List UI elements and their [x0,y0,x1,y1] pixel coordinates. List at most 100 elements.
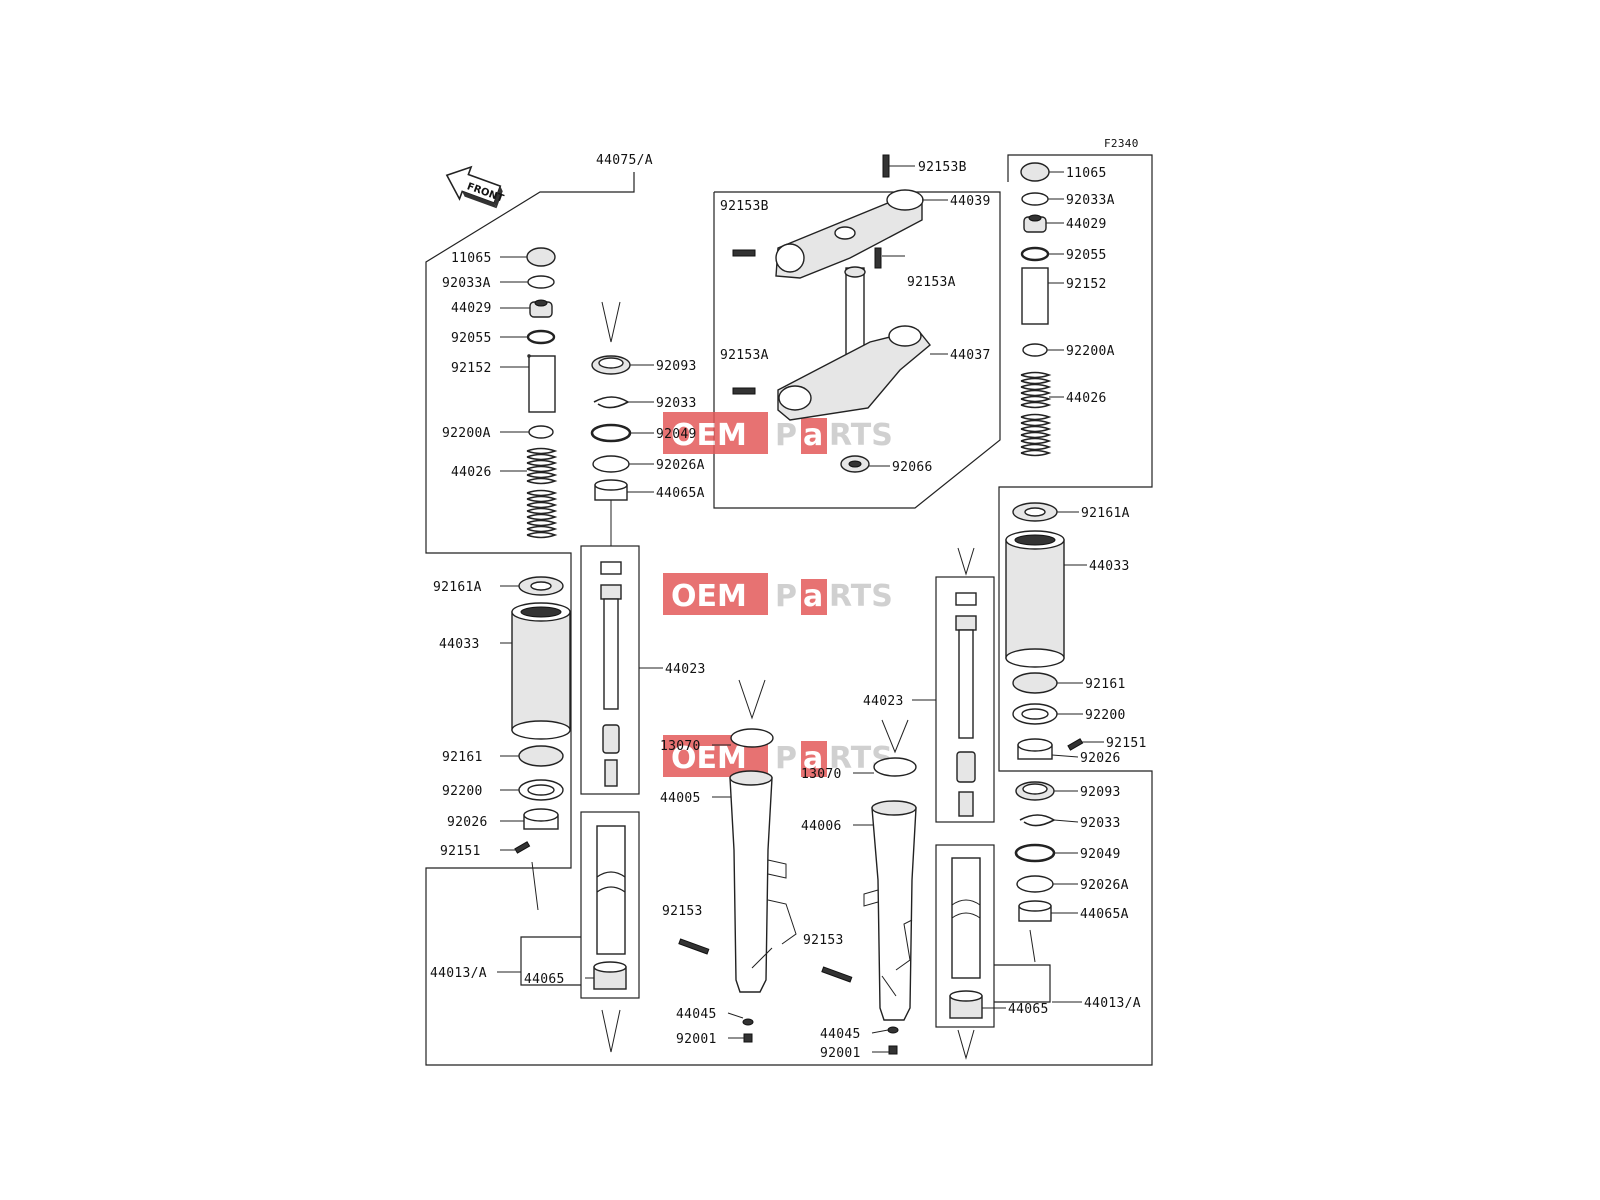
label-44065a-right: 44065A [1080,907,1129,922]
seat-92161-right [1012,672,1058,694]
svg-text:OEM: OEM [671,741,747,776]
label-44045-right: 44045 [820,1027,861,1042]
label-92055-right: 92055 [1066,248,1107,263]
washer-44045-left [742,1018,754,1026]
ring-13070-right [873,757,917,777]
triple-clamp-parts [732,154,931,473]
seal-92049-left [590,423,632,443]
label-44065-right: 44065 [1008,1002,1049,1017]
label-92152-right: 92152 [1066,277,1107,292]
inner-tube-box-right [935,844,995,1028]
label-92153b-side: 92153B [720,199,769,214]
label-44026-left: 44026 [451,465,492,480]
left-44013-bracket [520,936,581,986]
left-fork-parts [511,247,571,854]
inner-tube-box-left [580,811,640,999]
label-92200a-left: 92200A [442,426,491,441]
label-92001-right: 92001 [820,1046,861,1061]
rod-head-right [955,615,977,631]
label-44029-left: 44029 [451,301,492,316]
svg-text:OEM: OEM [671,418,747,453]
damper-piece-right [958,791,974,817]
label-92153a-side: 92153A [720,348,769,363]
cap-11065-right [1020,162,1050,182]
label-92153-right: 92153 [803,933,844,948]
washer-92033a-left [527,275,555,289]
label-92026-left: 92026 [447,815,488,830]
label-44033-left: 44033 [439,637,480,652]
inner-tube-left [596,825,626,955]
label-13070-left: 13070 [660,739,701,754]
label-92026-right: 92026 [1080,751,1121,766]
washer-92200a-left [528,425,554,439]
label-92151-right: 92151 [1106,736,1147,751]
rod-head-left [600,584,622,600]
bolt-92001-right [888,1045,898,1055]
svg-text:P: P [775,418,797,453]
figure-code: F2340 [1104,137,1139,150]
label-92153b-top: 92153B [918,160,967,175]
label-92026a-left: 92026A [656,458,705,473]
label-92055-left: 92055 [451,331,492,346]
label-44037: 44037 [950,348,991,363]
ring-13070-left [730,728,774,748]
oring-92055-right [1020,246,1050,262]
label-92151-left: 92151 [440,844,481,859]
label-11065-left: 11065 [451,251,492,266]
label-44023-left: 44023 [665,662,706,677]
label-44029-right: 44029 [1066,217,1107,232]
right-damper-parts [949,592,983,1019]
bolt-92153-right [821,966,853,983]
label-92161a-right: 92161A [1081,506,1130,521]
clip-92033-left [593,396,630,409]
label-44013a-left: 44013/A [430,966,487,981]
svg-text:a: a [803,741,823,776]
label-92153-left: 92153 [662,904,703,919]
outer-tube-parts [678,728,917,1055]
damper-rod-box-left [580,545,640,795]
svg-text:RTS: RTS [829,579,893,614]
label-92161a-left: 92161A [433,580,482,595]
label-92033a-right: 92033A [1066,193,1115,208]
label-92153a-top: 92153A [907,275,956,290]
label-92093-right: 92093 [1080,785,1121,800]
label-92033-right: 92033 [1080,816,1121,831]
rebound-spring-right [956,751,976,783]
part-labels: 44075/A 11065 92033A 44029 92055 92152 9… [430,153,1147,1061]
label-44075a: 44075/A [596,153,653,168]
screw-92151-left [514,841,531,854]
rebound-spring-left [602,724,620,754]
label-92033-left: 92033 [656,396,697,411]
label-44039: 44039 [950,194,991,209]
ring-right [955,592,977,606]
spacer-92152-right [1021,267,1049,325]
right-44013-bracket [994,964,1051,1003]
label-44033-right: 44033 [1089,559,1130,574]
lower-clamp-44037 [777,329,931,421]
left-seal-parts [590,355,632,990]
bolt-92153a-top [874,247,882,269]
label-92033a-left: 92033A [442,276,491,291]
damper-rod-44023-right [958,629,974,739]
label-44065-left: 44065 [524,972,565,987]
washer-44045-right [887,1026,899,1034]
bolt-92153a-side [732,387,756,395]
washer-92033a-right [1021,192,1049,206]
label-13070-right: 13070 [801,767,842,782]
label-44006: 44006 [801,819,842,834]
clip-92033-right [1019,814,1056,827]
label-44023-right: 44023 [863,694,904,709]
label-92026a-right: 92026A [1080,878,1129,893]
washer-92026a-right [1016,875,1054,893]
label-92093-left: 92093 [656,359,697,374]
svg-text:P: P [775,741,797,776]
screw-92151-right [1067,738,1084,751]
label-92001-left: 92001 [676,1032,717,1047]
label-44005: 44005 [660,791,701,806]
assembly-frames [425,154,1153,1066]
label-44065a-left: 44065A [656,486,705,501]
right-fork-parts [1005,162,1084,922]
label-92200-left: 92200 [442,784,483,799]
svg-text:RTS: RTS [829,418,893,453]
